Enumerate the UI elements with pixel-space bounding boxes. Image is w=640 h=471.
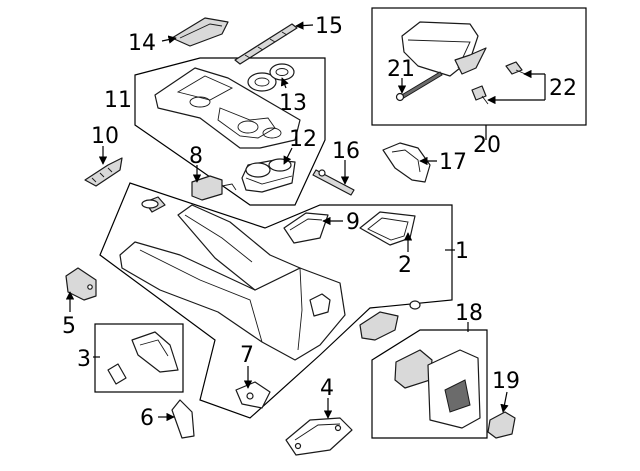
callout-17: 17 xyxy=(439,150,467,175)
part-10-bracket[interactable] xyxy=(84,157,123,187)
part-2-mat[interactable] xyxy=(359,211,416,246)
group-3-outline xyxy=(94,323,184,393)
callout-7: 7 xyxy=(240,343,254,368)
callout-18: 18 xyxy=(455,301,483,326)
callout-22: 22 xyxy=(549,76,577,101)
callout-12: 12 xyxy=(289,127,317,152)
part-6-trim[interactable] xyxy=(171,399,195,439)
part-module-right[interactable] xyxy=(359,300,421,341)
part-16-latch[interactable] xyxy=(312,169,355,196)
callout-21: 21 xyxy=(387,57,415,82)
part-18-control-module[interactable] xyxy=(394,349,481,429)
group-20-outline xyxy=(371,7,587,126)
callout-19: 19 xyxy=(492,369,520,394)
group-18-outline xyxy=(371,329,488,439)
callout-6: 6 xyxy=(140,406,154,431)
part-4-mounting-bracket[interactable] xyxy=(285,417,353,456)
callout-16: 16 xyxy=(332,139,360,164)
callout-labels: 1 2 3 4 5 6 7 8 9 10 11 12 13 14 15 16 1… xyxy=(62,14,577,431)
part-8-switch[interactable] xyxy=(191,175,237,201)
callout-2: 2 xyxy=(398,253,412,278)
part-19-knob[interactable] xyxy=(487,411,516,439)
callout-8: 8 xyxy=(189,144,203,169)
part-17-bezel[interactable] xyxy=(382,142,431,183)
callout-3: 3 xyxy=(77,347,91,372)
callout-4: 4 xyxy=(320,376,334,401)
part-12-cup-holder[interactable] xyxy=(241,158,296,193)
callout-11: 11 xyxy=(104,88,132,113)
part-11-finish-panel[interactable] xyxy=(154,67,301,149)
callout-14: 14 xyxy=(128,31,156,56)
callout-5: 5 xyxy=(62,314,76,339)
callout-20: 20 xyxy=(473,133,501,158)
callout-15: 15 xyxy=(315,14,343,39)
callout-13: 13 xyxy=(279,91,307,116)
callout-1: 1 xyxy=(455,239,469,264)
part-14-tray[interactable] xyxy=(171,17,229,47)
leader-lines xyxy=(65,21,546,422)
part-13-cup-insert[interactable] xyxy=(247,63,295,92)
part-1-console-body[interactable] xyxy=(119,196,346,361)
part-3-bracket[interactable] xyxy=(107,331,179,385)
part-22-clips[interactable] xyxy=(471,61,531,105)
part-20-armrest-lid[interactable] xyxy=(401,21,487,77)
callout-9: 9 xyxy=(346,210,360,235)
part-9-storage-bin[interactable] xyxy=(283,212,329,244)
callout-10: 10 xyxy=(91,124,119,149)
